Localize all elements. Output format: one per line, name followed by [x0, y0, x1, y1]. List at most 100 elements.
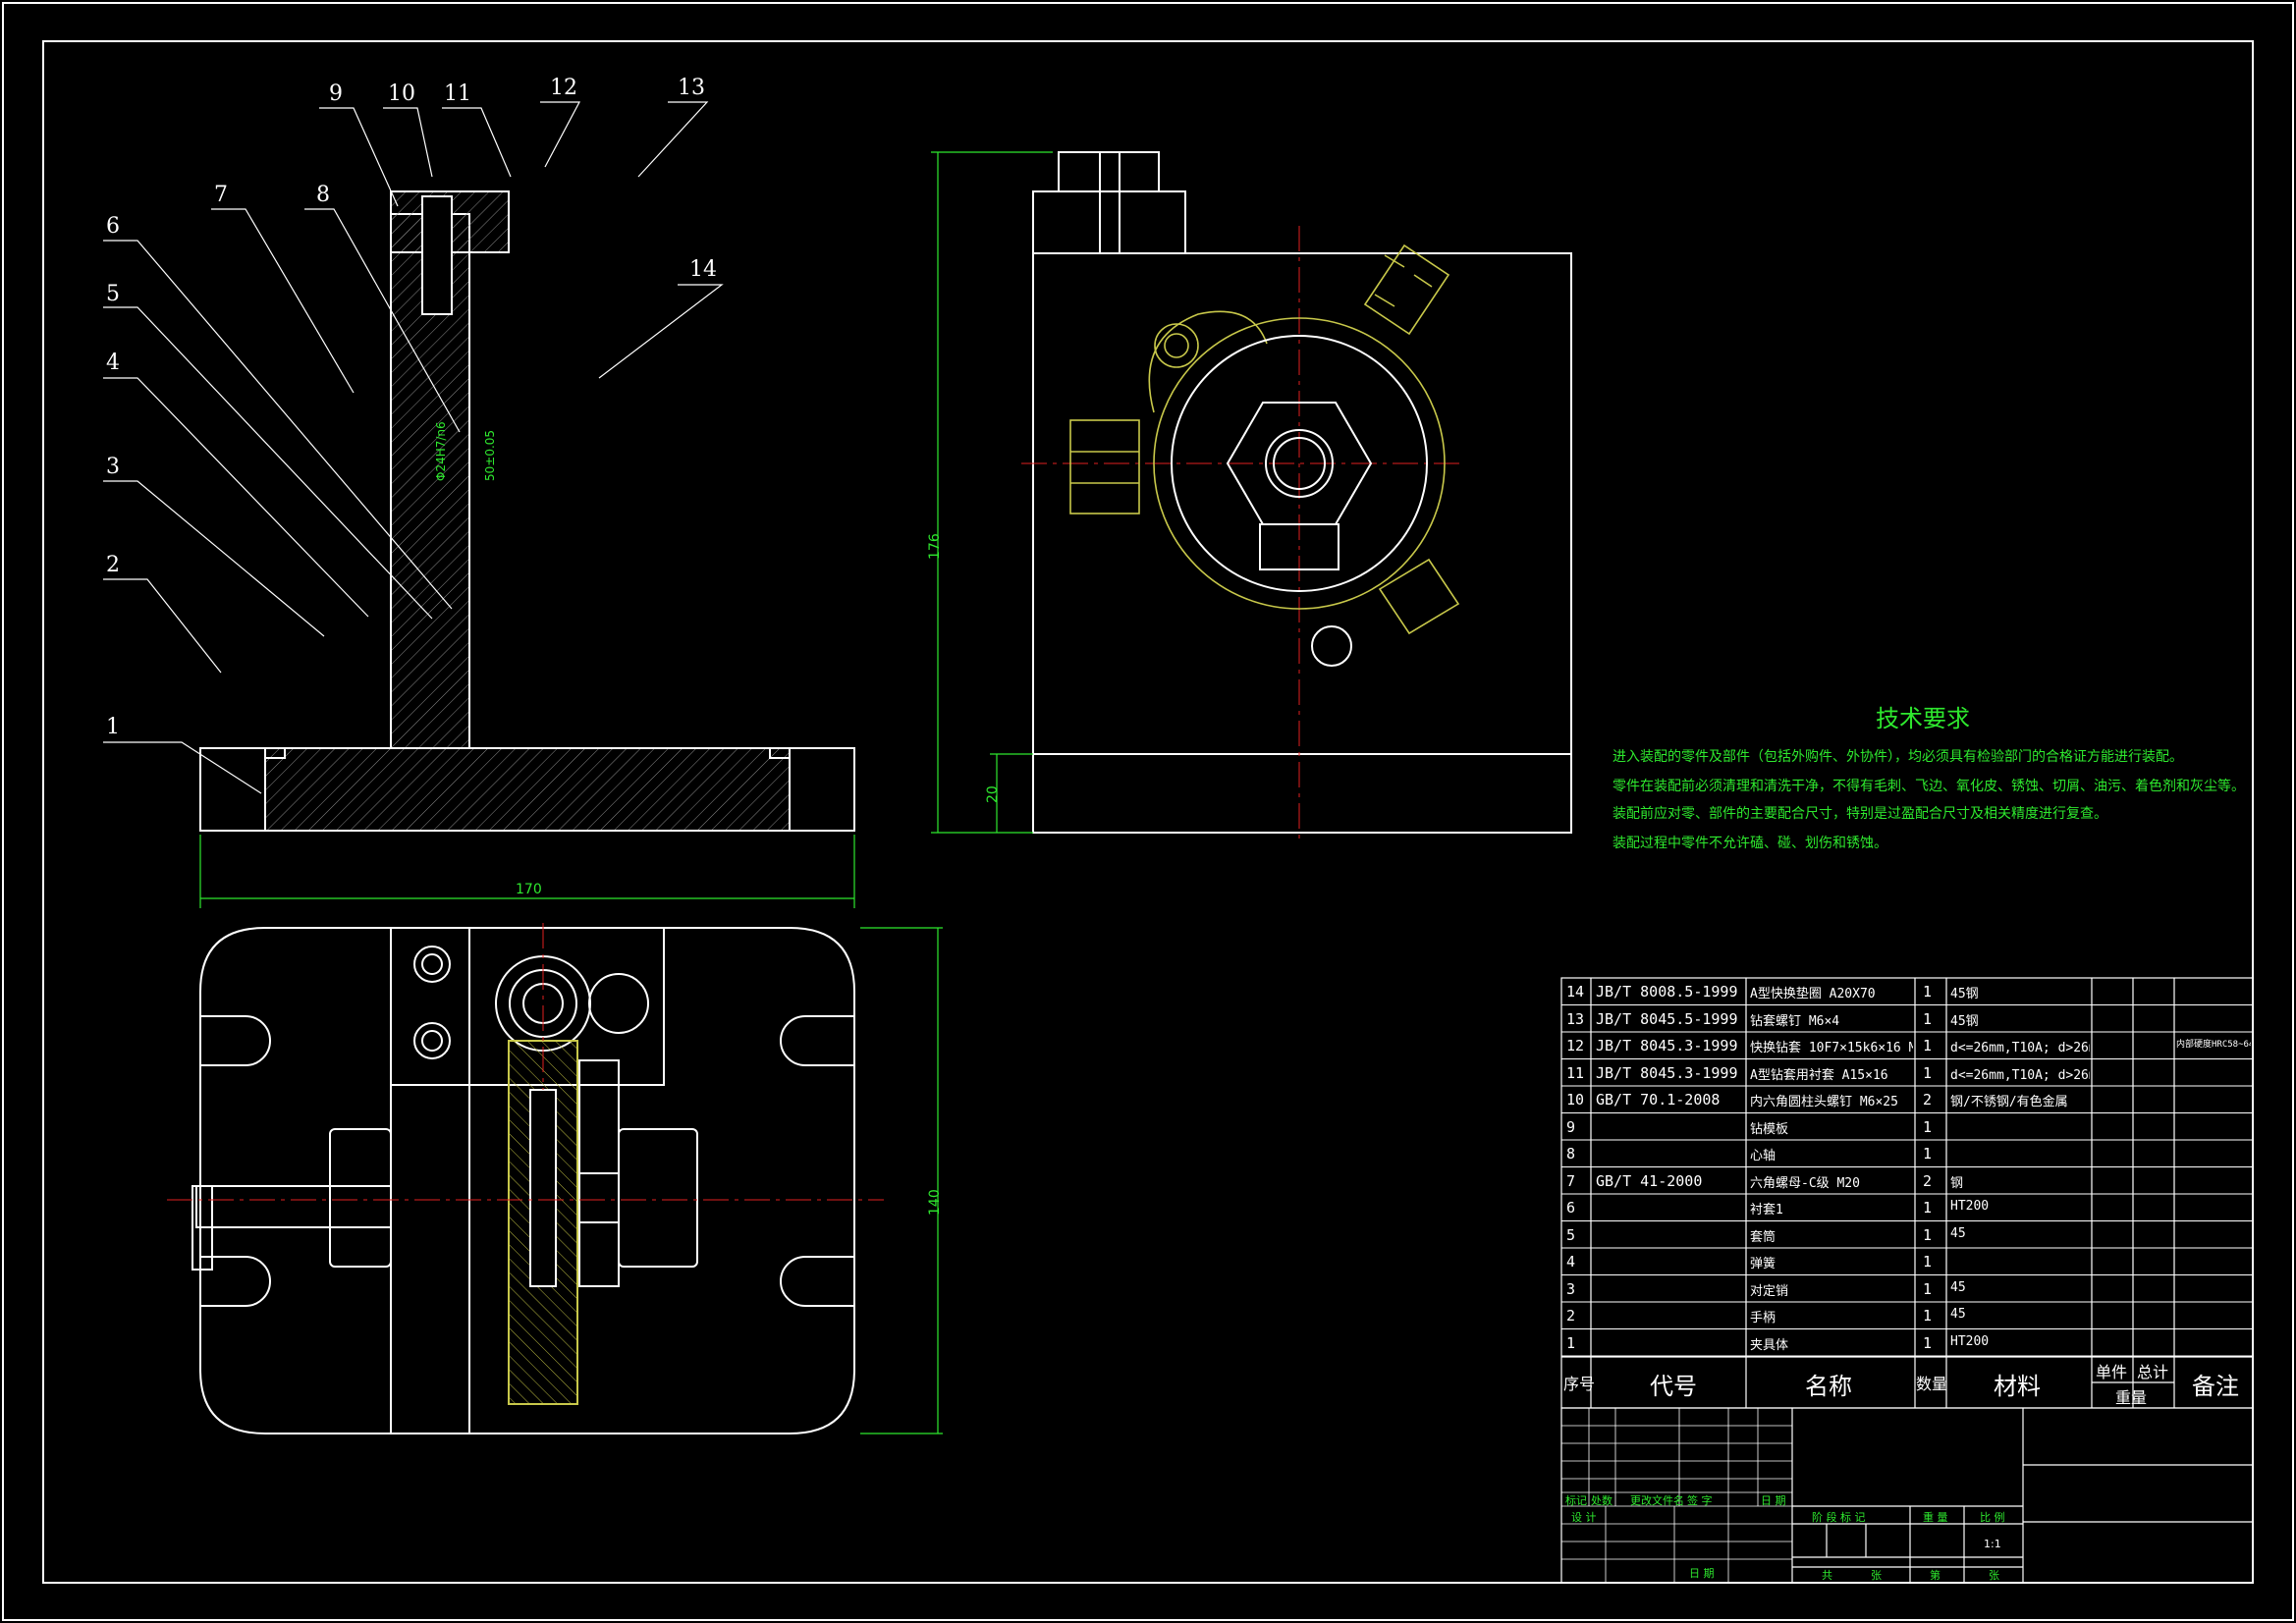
bom-cell-qty: 1 [1923, 1063, 1933, 1082]
bom-cell-qty: 1 [1923, 1117, 1933, 1136]
bom-cell-qty: 1 [1923, 1279, 1933, 1298]
side-body [1032, 252, 1572, 834]
bom-cell-code: GB/T 41-2000 [1596, 1171, 1703, 1190]
bom-cell-name: 快换钻套 10F7×15k6×16 M37×15m6×16 [1750, 1041, 1913, 1055]
bom-cell-name: A型钻套用衬套 A15×16 [1750, 1067, 1888, 1083]
bom-cell-qty: 1 [1923, 1037, 1933, 1055]
bom-cell-code: JB/T 8045.5-1999 [1596, 1009, 1738, 1028]
tb-label-date-2: 日 期 [1689, 1567, 1715, 1580]
tb-label-sheet: 张 [1989, 1569, 1999, 1582]
front-section-view [199, 190, 855, 832]
bom-cell-code: GB/T 70.1-2008 [1596, 1091, 1721, 1109]
bom-header-remark: 备注 [2192, 1373, 2239, 1400]
tech-req-item-3: 装配前应对零、部件的主要配合尺寸，特别是过盈配合尺寸及相关精度进行复查。 [1613, 806, 2107, 822]
bom-header-name: 名称 [1805, 1373, 1852, 1400]
bom-cell-remark: 内部硬度HRC58~64 外部硬度HRC52~58 [2176, 1040, 2251, 1050]
bom-cell-name: 对定销 [1750, 1283, 1789, 1299]
tb-label-weight: 重 量 [1923, 1511, 1948, 1524]
bom-cell-name: 钻模板 [1750, 1121, 1789, 1137]
callout-10: 10 [388, 81, 415, 106]
title-block-grid [1560, 1407, 2254, 1584]
plan-view [167, 923, 884, 1434]
bom-cell-qty: 1 [1923, 1199, 1933, 1217]
bom-cell-material: HT200 [1950, 1199, 1990, 1214]
callout-12: 12 [550, 76, 577, 100]
tb-label-total: 共 [1822, 1569, 1832, 1582]
tb-label-sheets: 张 [1871, 1569, 1882, 1582]
bom-cell-qty: 1 [1923, 1145, 1933, 1163]
tb-label-design: 设 计 [1571, 1511, 1597, 1524]
bom-cell-name: 心轴 [1750, 1149, 1777, 1163]
bom-cell-code: JB/T 8008.5-1999 [1596, 983, 1738, 1001]
bom-cell-material: d<=26mm,T10A; d>26mm,20钢 [1950, 1041, 2090, 1055]
callout-14: 14 [689, 257, 717, 282]
bom-cell-name: 套筒 [1750, 1229, 1777, 1245]
bom-header-qty: 数量 [1916, 1375, 1948, 1393]
side-view [1021, 151, 1572, 844]
bom-header-code: 代号 [1650, 1373, 1697, 1400]
dim-text-140: 140 [927, 1189, 943, 1216]
bom-cell-name: A型快换垫圈 A20X70 [1750, 987, 1876, 1001]
dim-176-20 [931, 151, 1053, 834]
bom-cell-no: 6 [1566, 1199, 1576, 1217]
bom-cell-no: 1 [1566, 1333, 1576, 1352]
bom-header-unit: 单件 [2096, 1363, 2128, 1381]
dim-140 [860, 927, 943, 1434]
plan-outline [199, 927, 855, 1434]
bom-cell-no: 8 [1566, 1145, 1576, 1163]
tb-scale-value: 1:1 [1984, 1538, 2001, 1550]
callout-4: 4 [106, 351, 120, 375]
bom-cell-no: 3 [1566, 1279, 1576, 1298]
callout-8: 8 [316, 183, 330, 207]
bom-cell-name: 衬套1 [1750, 1203, 1783, 1217]
bom-cell-qty: 2 [1923, 1091, 1933, 1109]
bom-cell-name: 弹簧 [1750, 1257, 1777, 1271]
bom-cell-material: 45 [1950, 1307, 1966, 1322]
bom-cell-qty: 1 [1923, 1225, 1933, 1244]
bom-cell-material: 钢/不锈钢/有色金属 [1950, 1095, 2068, 1109]
bom-cell-material: 45钢 [1950, 987, 1979, 1001]
bom-cell-no: 12 [1566, 1037, 1585, 1055]
bom-cell-material: 钢 [1950, 1175, 1964, 1191]
bom-cell-no: 9 [1566, 1117, 1576, 1136]
callout-5: 5 [106, 282, 120, 306]
bom-cell-no: 7 [1566, 1171, 1576, 1190]
bom-cell-qty: 2 [1923, 1171, 1933, 1190]
bom-row-lines [1561, 1004, 2253, 1357]
bom-cell-no: 11 [1566, 1063, 1585, 1082]
bom-cell-name: 手柄 [1750, 1311, 1777, 1325]
bom-cell-name: 钻套螺钉 M6×4 [1750, 1013, 1840, 1029]
callout-2: 2 [106, 553, 120, 577]
bom-cell-material: 45钢 [1950, 1013, 1979, 1029]
bom-cell-qty: 1 [1923, 1253, 1933, 1271]
callout-9: 9 [329, 81, 343, 106]
tb-label-count: 处数 [1591, 1494, 1613, 1507]
tb-label-date: 日 期 [1761, 1494, 1786, 1507]
inner-frame [42, 40, 2254, 1584]
dim-170 [199, 835, 855, 908]
tb-label-change-doc: 更改文件名 [1630, 1494, 1684, 1507]
tb-label-sign: 签 字 [1687, 1494, 1713, 1507]
callout-13: 13 [678, 76, 705, 100]
dim-text-center: 50±0.05 [483, 429, 497, 481]
bom-cell-no: 14 [1566, 983, 1585, 1001]
callout-1: 1 [106, 715, 120, 739]
tb-label-page: 第 [1930, 1569, 1941, 1582]
callout-3: 3 [106, 455, 120, 479]
bom-cell-no: 2 [1566, 1307, 1576, 1325]
bom-cell-code: JB/T 8045.3-1999 [1596, 1037, 1738, 1055]
bom-header-total: 总计 [2137, 1363, 2169, 1381]
bom-cell-no: 13 [1566, 1009, 1585, 1028]
bom-cell-material: 45 [1950, 1279, 1966, 1295]
bom-header-no: 序号 [1563, 1375, 1596, 1393]
tb-label-mark: 标记 [1565, 1494, 1587, 1507]
bom-header-weight: 重量 [2115, 1388, 2148, 1407]
callout-7: 7 [214, 183, 228, 207]
side-view-bushing [1171, 335, 1428, 667]
bom-cell-no: 5 [1566, 1225, 1576, 1244]
bom-cell-qty: 1 [1923, 1009, 1933, 1028]
bom-cell-no: 4 [1566, 1253, 1576, 1271]
bom-cell-qty: 1 [1923, 1307, 1933, 1325]
